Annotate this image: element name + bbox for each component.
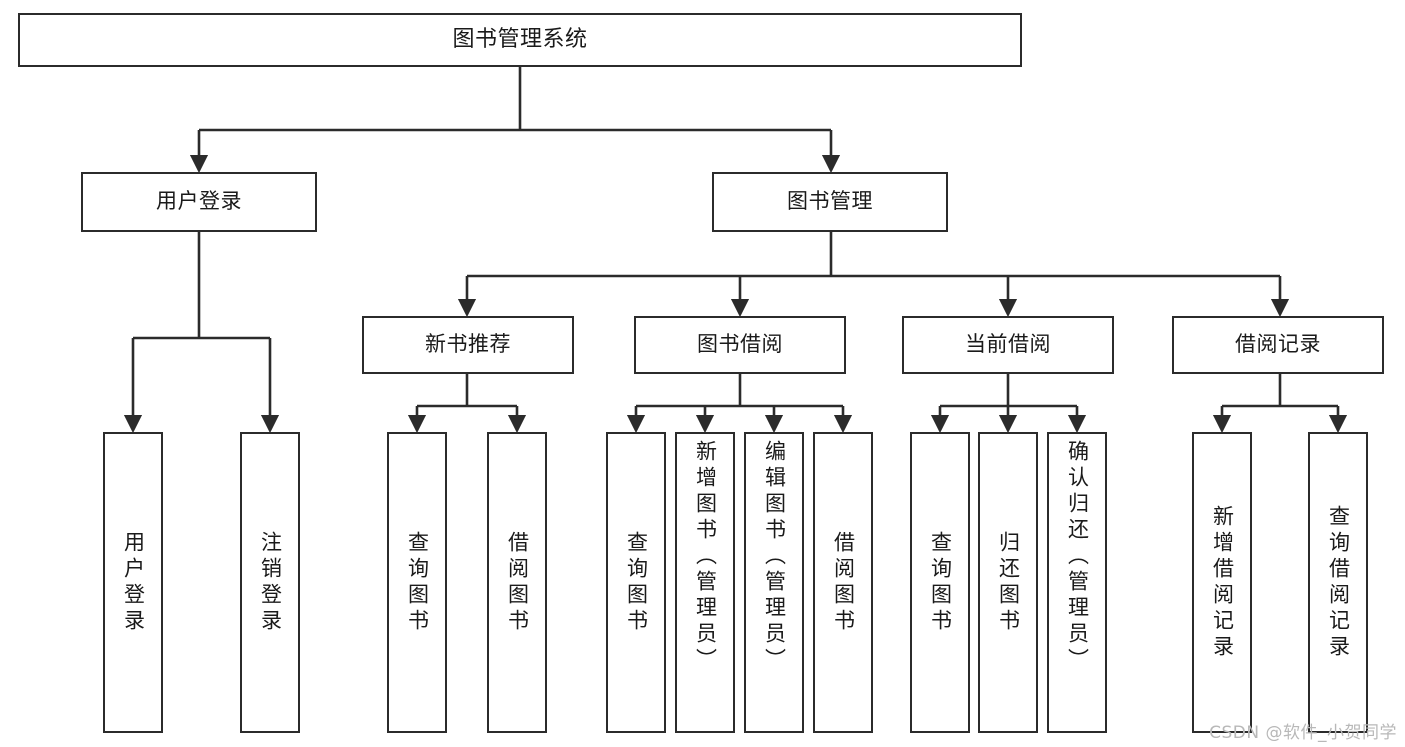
node-label: 当前借阅 [965, 332, 1051, 357]
node-label: 用户登录 [121, 530, 146, 635]
node-label: 查询图书 [624, 530, 649, 635]
node-new-book-recommend[interactable]: 新书推荐 [362, 316, 574, 374]
node-root-book-management-system[interactable]: 图书管理系统 [18, 13, 1022, 67]
node-label: 用户登录 [156, 189, 242, 214]
node-leaf-borrow-book-2[interactable]: 借阅图书 [813, 432, 873, 733]
node-leaf-confirm-return[interactable]: 确认归还（管理员） [1047, 432, 1107, 733]
node-label: 归还图书 [996, 530, 1021, 635]
leaf-text-wrap: 注销登录 [242, 434, 298, 731]
leaf-text-wrap: 查询图书 [912, 434, 968, 731]
csdn-watermark: CSDN @软件_小贺同学 [1209, 723, 1397, 743]
node-current-borrow[interactable]: 当前借阅 [902, 316, 1114, 374]
node-leaf-user-logout[interactable]: 注销登录 [240, 432, 300, 733]
node-label: 图书管理系统 [452, 26, 588, 52]
node-label: 确认归还（管理员） [1065, 440, 1090, 674]
node-leaf-add-record[interactable]: 新增借阅记录 [1192, 432, 1252, 733]
node-label: 新书推荐 [425, 332, 511, 357]
leaf-text-wrap: 归还图书 [980, 434, 1036, 731]
leaf-text-wrap: 借阅图书 [815, 434, 871, 731]
leaf-text-wrap: 查询图书 [389, 434, 445, 731]
leaf-text-wrap: 借阅图书 [489, 434, 545, 731]
leaf-text-wrap: 用户登录 [105, 434, 161, 731]
node-label: 新增图书（管理员） [693, 440, 718, 674]
node-user-login[interactable]: 用户登录 [81, 172, 317, 232]
node-book-management[interactable]: 图书管理 [712, 172, 948, 232]
node-label: 借阅记录 [1235, 332, 1321, 357]
node-leaf-query-book-3[interactable]: 查询图书 [910, 432, 970, 733]
node-label: 图书管理 [787, 189, 873, 214]
node-book-borrow[interactable]: 图书借阅 [634, 316, 846, 374]
node-leaf-user-login[interactable]: 用户登录 [103, 432, 163, 733]
leaf-text-wrap: 查询图书 [608, 434, 664, 731]
node-label: 新增借阅记录 [1210, 504, 1235, 661]
node-leaf-borrow-book-1[interactable]: 借阅图书 [487, 432, 547, 733]
leaf-text-wrap: 新增图书（管理员） [677, 434, 733, 737]
node-label: 图书借阅 [697, 332, 783, 357]
node-label: 查询图书 [928, 530, 953, 635]
leaf-text-wrap: 查询借阅记录 [1310, 434, 1366, 731]
node-borrow-record[interactable]: 借阅记录 [1172, 316, 1384, 374]
leaf-text-wrap: 编辑图书（管理员） [746, 434, 802, 737]
node-label: 查询借阅记录 [1326, 504, 1351, 661]
node-leaf-return-book[interactable]: 归还图书 [978, 432, 1038, 733]
node-label: 编辑图书（管理员） [762, 440, 787, 674]
node-leaf-query-book-1[interactable]: 查询图书 [387, 432, 447, 733]
node-label: 注销登录 [258, 530, 283, 635]
node-leaf-edit-book[interactable]: 编辑图书（管理员） [744, 432, 804, 733]
node-leaf-query-record[interactable]: 查询借阅记录 [1308, 432, 1368, 733]
node-label: 借阅图书 [505, 530, 530, 635]
leaf-text-wrap: 新增借阅记录 [1194, 434, 1250, 731]
leaf-text-wrap: 确认归还（管理员） [1049, 434, 1105, 737]
node-leaf-add-book[interactable]: 新增图书（管理员） [675, 432, 735, 733]
node-label: 查询图书 [405, 530, 430, 635]
node-leaf-query-book-2[interactable]: 查询图书 [606, 432, 666, 733]
node-label: 借阅图书 [831, 530, 856, 635]
